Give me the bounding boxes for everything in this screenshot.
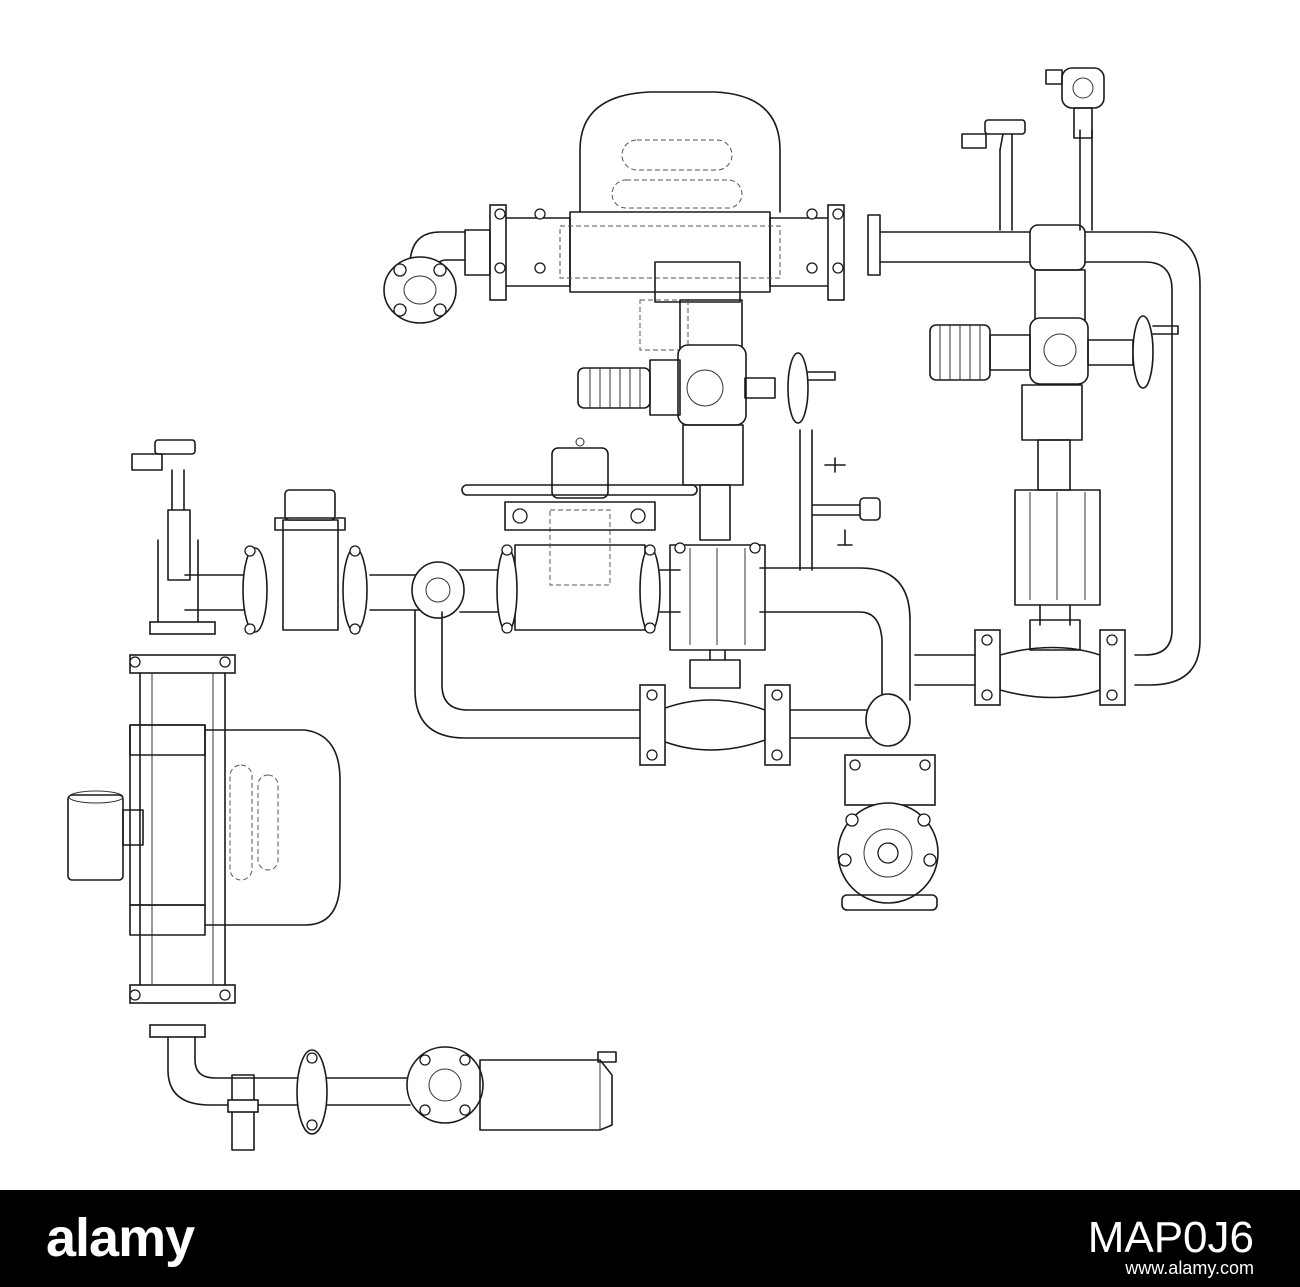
right-gate-valve [914, 619, 1126, 706]
center-valve-yoke [669, 542, 766, 689]
center-motor-fins [577, 367, 651, 409]
image-id: MAP0J6 [1087, 1213, 1254, 1262]
wireframe-canvas [67, 67, 1201, 1151]
right-motor-fins [929, 324, 991, 381]
connector-pipes [709, 604, 1071, 661]
top-left-elbow-flange [383, 231, 466, 324]
top-flow-meter [464, 91, 881, 301]
bottom-pipe-run [167, 1036, 617, 1151]
pipeline-wireframe-diagram [67, 67, 1201, 1151]
top-pipe-right [879, 231, 1201, 686]
right-actuator [929, 224, 1179, 606]
left-flow-meter [67, 654, 341, 1038]
middle-meter-body [461, 437, 698, 634]
source-url: www.alamy.com [1125, 1258, 1254, 1278]
side-stem-valve [799, 429, 881, 571]
brand-logo: alamy [46, 1208, 195, 1268]
left-gauge [131, 439, 216, 635]
middle-pipe-run [184, 567, 911, 701]
inline-flowmeter [242, 489, 368, 635]
center-actuator [577, 261, 836, 541]
lower-gate-valve [639, 684, 911, 766]
right-transmitters [961, 67, 1105, 231]
tee-fitting [411, 561, 641, 739]
bottom-angle-valve [837, 754, 939, 911]
watermark-footer: alamy MAP0J6 www.alamy.com [0, 1190, 1300, 1287]
